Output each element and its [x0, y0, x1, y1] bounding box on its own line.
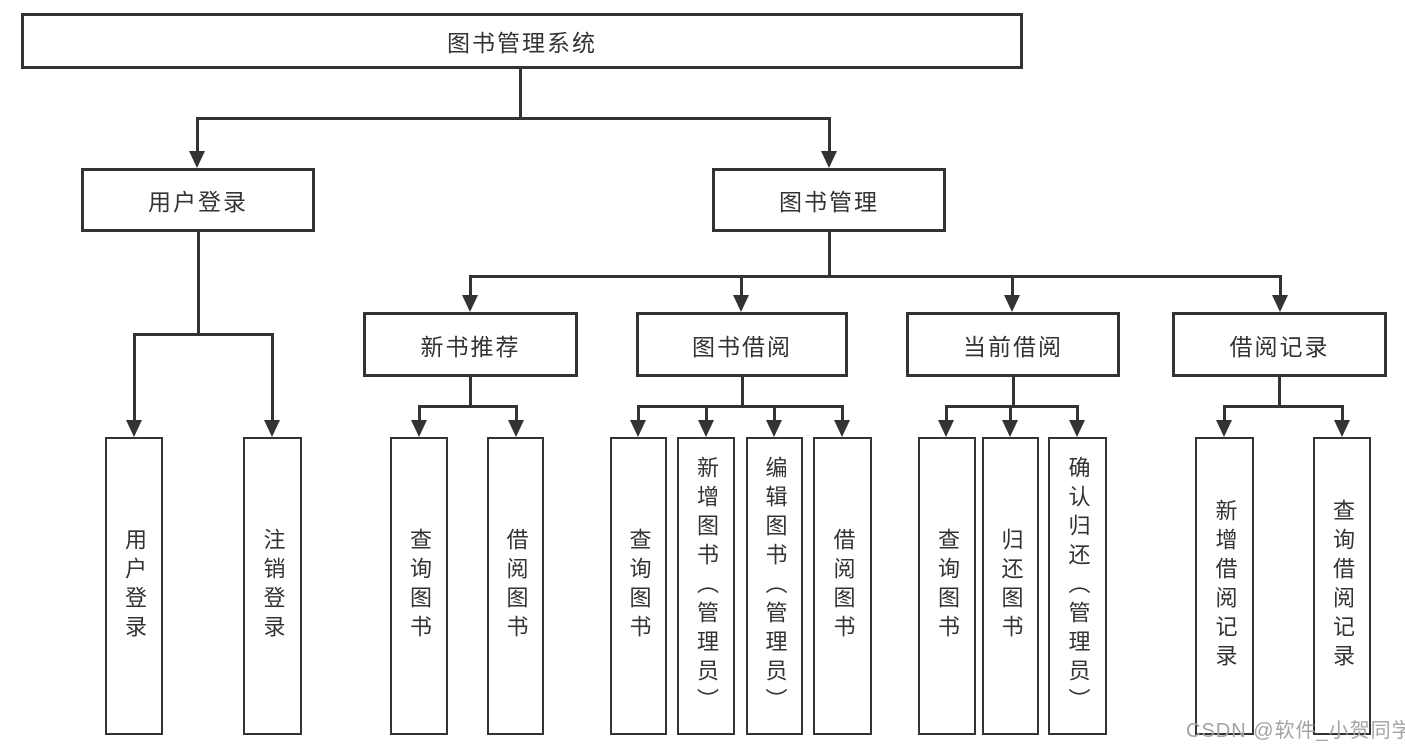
- connector-line: [1341, 405, 1344, 421]
- connector-arrow: [126, 420, 142, 437]
- connector-line: [637, 405, 844, 408]
- connector-line: [1223, 405, 1343, 408]
- connector-line: [741, 377, 744, 407]
- connector-arrow: [1272, 295, 1288, 312]
- connector-line: [945, 405, 1079, 408]
- connector-arrow: [766, 420, 782, 437]
- watermark: CSDN @软件_小贺同学: [1186, 720, 1405, 742]
- leaf-query-books-recommend-label: 查询图书: [407, 528, 432, 644]
- connector-arrow: [1002, 420, 1018, 437]
- connector-line: [1011, 275, 1014, 297]
- connector-arrow: [938, 420, 954, 437]
- connector-line: [271, 333, 274, 421]
- connector-line: [1076, 405, 1079, 421]
- node-library-management-system: 图书管理系统: [21, 13, 1023, 69]
- leaf-add-book-admin-label: 新增图书（管理员）: [694, 455, 719, 717]
- connector-line: [197, 232, 200, 335]
- connector-arrow: [1069, 420, 1085, 437]
- leaf-query-borrow-record-label: 查询借阅记录: [1330, 499, 1355, 673]
- connector-arrow: [834, 420, 850, 437]
- connector-line: [828, 232, 831, 277]
- leaf-return-book: 归还图书: [982, 437, 1039, 735]
- connector-arrow: [630, 420, 646, 437]
- connector-line: [1223, 405, 1226, 421]
- connector-line: [1279, 275, 1282, 297]
- connector-line: [945, 405, 948, 421]
- connector-arrow: [411, 420, 427, 437]
- leaf-query-books-current: 查询图书: [918, 437, 976, 735]
- connector-line: [469, 275, 472, 297]
- leaf-borrow-books-label: 借阅图书: [830, 528, 856, 644]
- node-book-management: 图书管理: [712, 168, 946, 232]
- node-current-borrow: 当前借阅: [906, 312, 1120, 377]
- connector-line: [1012, 377, 1015, 407]
- connector-line: [469, 275, 1282, 278]
- leaf-add-borrow-record-label: 新增借阅记录: [1212, 499, 1238, 673]
- leaf-query-books-borrow-label: 查询图书: [626, 528, 652, 644]
- connector-line: [196, 117, 199, 152]
- node-new-book-recommend: 新书推荐: [363, 312, 578, 377]
- node-book-borrow: 图书借阅: [636, 312, 848, 377]
- leaf-user-login-label: 用户登录: [122, 528, 147, 644]
- connector-line: [705, 405, 708, 421]
- leaf-confirm-return-admin: 确认归还（管理员）: [1048, 437, 1107, 735]
- connector-line: [841, 405, 844, 421]
- connector-line: [1278, 377, 1281, 407]
- connector-line: [133, 333, 274, 336]
- connector-line: [418, 405, 517, 408]
- connector-line: [637, 405, 640, 421]
- leaf-return-book-label: 归还图书: [998, 528, 1024, 644]
- node-borrow-records: 借阅记录: [1172, 312, 1387, 377]
- leaf-borrow-books: 借阅图书: [813, 437, 872, 735]
- connector-arrow: [462, 295, 478, 312]
- leaf-query-books-current-label: 查询图书: [935, 528, 960, 644]
- connector-arrow: [189, 151, 205, 168]
- connector-arrow: [733, 295, 749, 312]
- leaf-logout-label: 注销登录: [260, 528, 286, 644]
- leaf-query-books-recommend: 查询图书: [390, 437, 448, 735]
- connector-arrow: [264, 420, 280, 437]
- connector-arrow: [698, 420, 714, 437]
- connector-line: [133, 333, 136, 421]
- leaf-user-login: 用户登录: [105, 437, 163, 735]
- connector-line: [773, 405, 776, 421]
- leaf-edit-book-admin-label: 编辑图书（管理员）: [762, 455, 788, 717]
- leaf-borrow-books-recommend: 借阅图书: [487, 437, 544, 735]
- leaf-query-borrow-record: 查询借阅记录: [1313, 437, 1371, 735]
- leaf-borrow-books-recommend-label: 借阅图书: [503, 528, 529, 644]
- leaf-confirm-return-admin-label: 确认归还（管理员）: [1065, 455, 1091, 717]
- leaf-add-borrow-record: 新增借阅记录: [1195, 437, 1254, 735]
- connector-line: [519, 69, 522, 119]
- leaf-add-book-admin: 新增图书（管理员）: [677, 437, 735, 735]
- connector-line: [418, 405, 421, 421]
- connector-arrow: [508, 420, 524, 437]
- leaf-edit-book-admin: 编辑图书（管理员）: [746, 437, 803, 735]
- node-user-login: 用户登录: [81, 168, 315, 232]
- connector-line: [740, 275, 743, 297]
- connector-line: [828, 117, 831, 152]
- connector-arrow: [821, 151, 837, 168]
- connector-line: [196, 117, 831, 120]
- leaf-query-books-borrow: 查询图书: [610, 437, 667, 735]
- connector-arrow: [1334, 420, 1350, 437]
- connector-arrow: [1004, 295, 1020, 312]
- connector-arrow: [1216, 420, 1232, 437]
- connector-line: [469, 377, 472, 407]
- leaf-logout: 注销登录: [243, 437, 302, 735]
- connector-line: [1009, 405, 1012, 421]
- connector-line: [515, 405, 518, 421]
